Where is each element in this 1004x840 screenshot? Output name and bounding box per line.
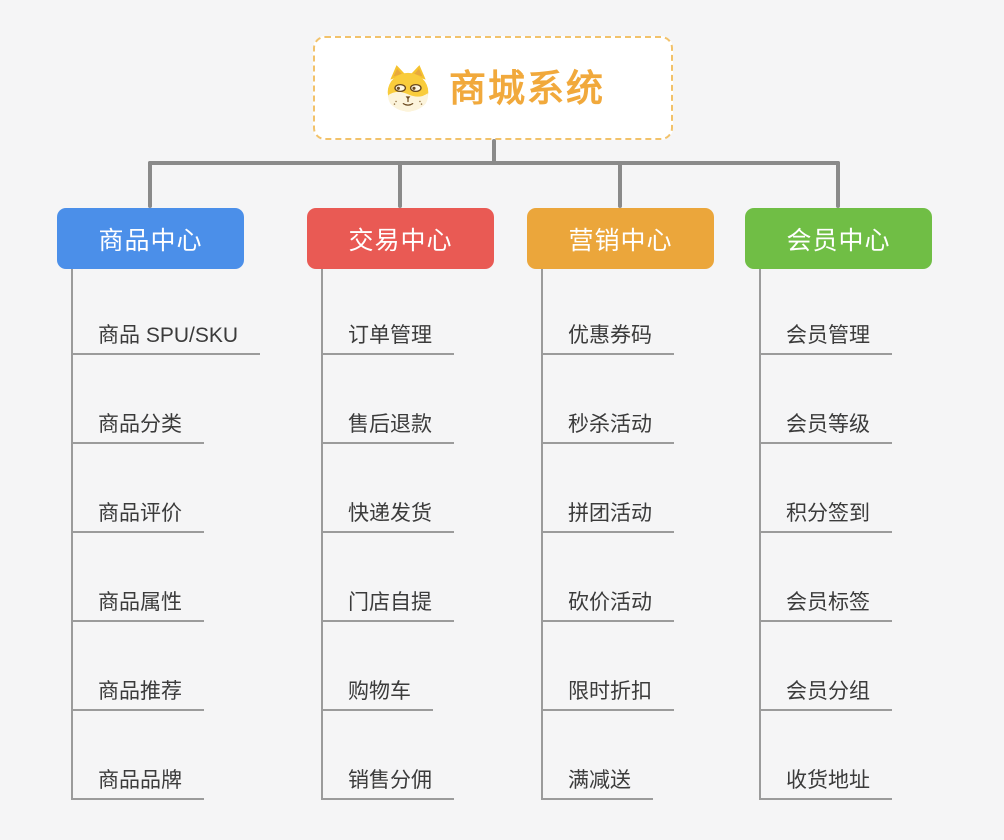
- branch-column-trade: 交易中心 订单管理 售后退款 快递发货 门店自提 购物车 销售分佣: [307, 208, 557, 808]
- connector-drop-member: [836, 161, 840, 208]
- branch-header-trade[interactable]: 交易中心: [307, 208, 494, 269]
- branch-vline-member: [759, 269, 761, 800]
- root-title: 商城系统: [449, 67, 605, 109]
- connector-drop-marketing: [618, 161, 622, 208]
- child-node[interactable]: 拼团活动: [541, 493, 674, 533]
- branch-column-marketing: 营销中心 优惠券码 秒杀活动 拼团活动 砍价活动 限时折扣 满减送: [527, 208, 777, 808]
- branch-vline-trade: [321, 269, 323, 800]
- child-node[interactable]: 购物车: [321, 671, 433, 711]
- child-node[interactable]: 订单管理: [321, 315, 454, 355]
- child-node[interactable]: 会员管理: [759, 315, 892, 355]
- child-node[interactable]: 满减送: [541, 760, 653, 800]
- branch-header-marketing[interactable]: 营销中心: [527, 208, 714, 269]
- child-node[interactable]: 收货地址: [759, 760, 892, 800]
- child-node[interactable]: 快递发货: [321, 493, 454, 533]
- branch-vline-marketing: [541, 269, 543, 800]
- connector-trunk-horizontal: [148, 161, 840, 165]
- child-node[interactable]: 商品 SPU/SKU: [71, 315, 261, 355]
- child-node[interactable]: 秒杀活动: [541, 404, 674, 444]
- child-node[interactable]: 会员分组: [759, 671, 892, 711]
- child-node[interactable]: 会员等级: [759, 404, 892, 444]
- branch-column-member: 会员中心 会员管理 会员等级 积分签到 会员标签 会员分组 收货地址: [745, 208, 995, 808]
- branch-vline-product: [71, 269, 73, 800]
- child-node[interactable]: 限时折扣: [541, 671, 674, 711]
- child-node[interactable]: 商品评价: [71, 493, 204, 533]
- connector-drop-trade: [398, 161, 402, 208]
- shiba-dog-icon: [387, 65, 429, 112]
- branch-header-product[interactable]: 商品中心: [57, 208, 244, 269]
- child-node[interactable]: 商品品牌: [71, 760, 204, 800]
- child-node[interactable]: 会员标签: [759, 582, 892, 622]
- child-node[interactable]: 积分签到: [759, 493, 892, 533]
- child-node[interactable]: 商品分类: [71, 404, 204, 444]
- child-node[interactable]: 门店自提: [321, 582, 454, 622]
- child-node[interactable]: 销售分佣: [321, 760, 454, 800]
- child-node[interactable]: 售后退款: [321, 404, 454, 444]
- child-node[interactable]: 商品推荐: [71, 671, 204, 711]
- child-node[interactable]: 砍价活动: [541, 582, 674, 622]
- connector-root-stub: [492, 139, 496, 163]
- branch-column-product: 商品中心 商品 SPU/SKU 商品分类 商品评价 商品属性 商品推荐 商品品牌: [57, 208, 307, 808]
- child-node[interactable]: 商品属性: [71, 582, 204, 622]
- connector-drop-product: [148, 161, 152, 208]
- child-node[interactable]: 优惠券码: [541, 315, 674, 355]
- root-node[interactable]: 商城系统: [313, 36, 673, 140]
- branch-header-member[interactable]: 会员中心: [745, 208, 932, 269]
